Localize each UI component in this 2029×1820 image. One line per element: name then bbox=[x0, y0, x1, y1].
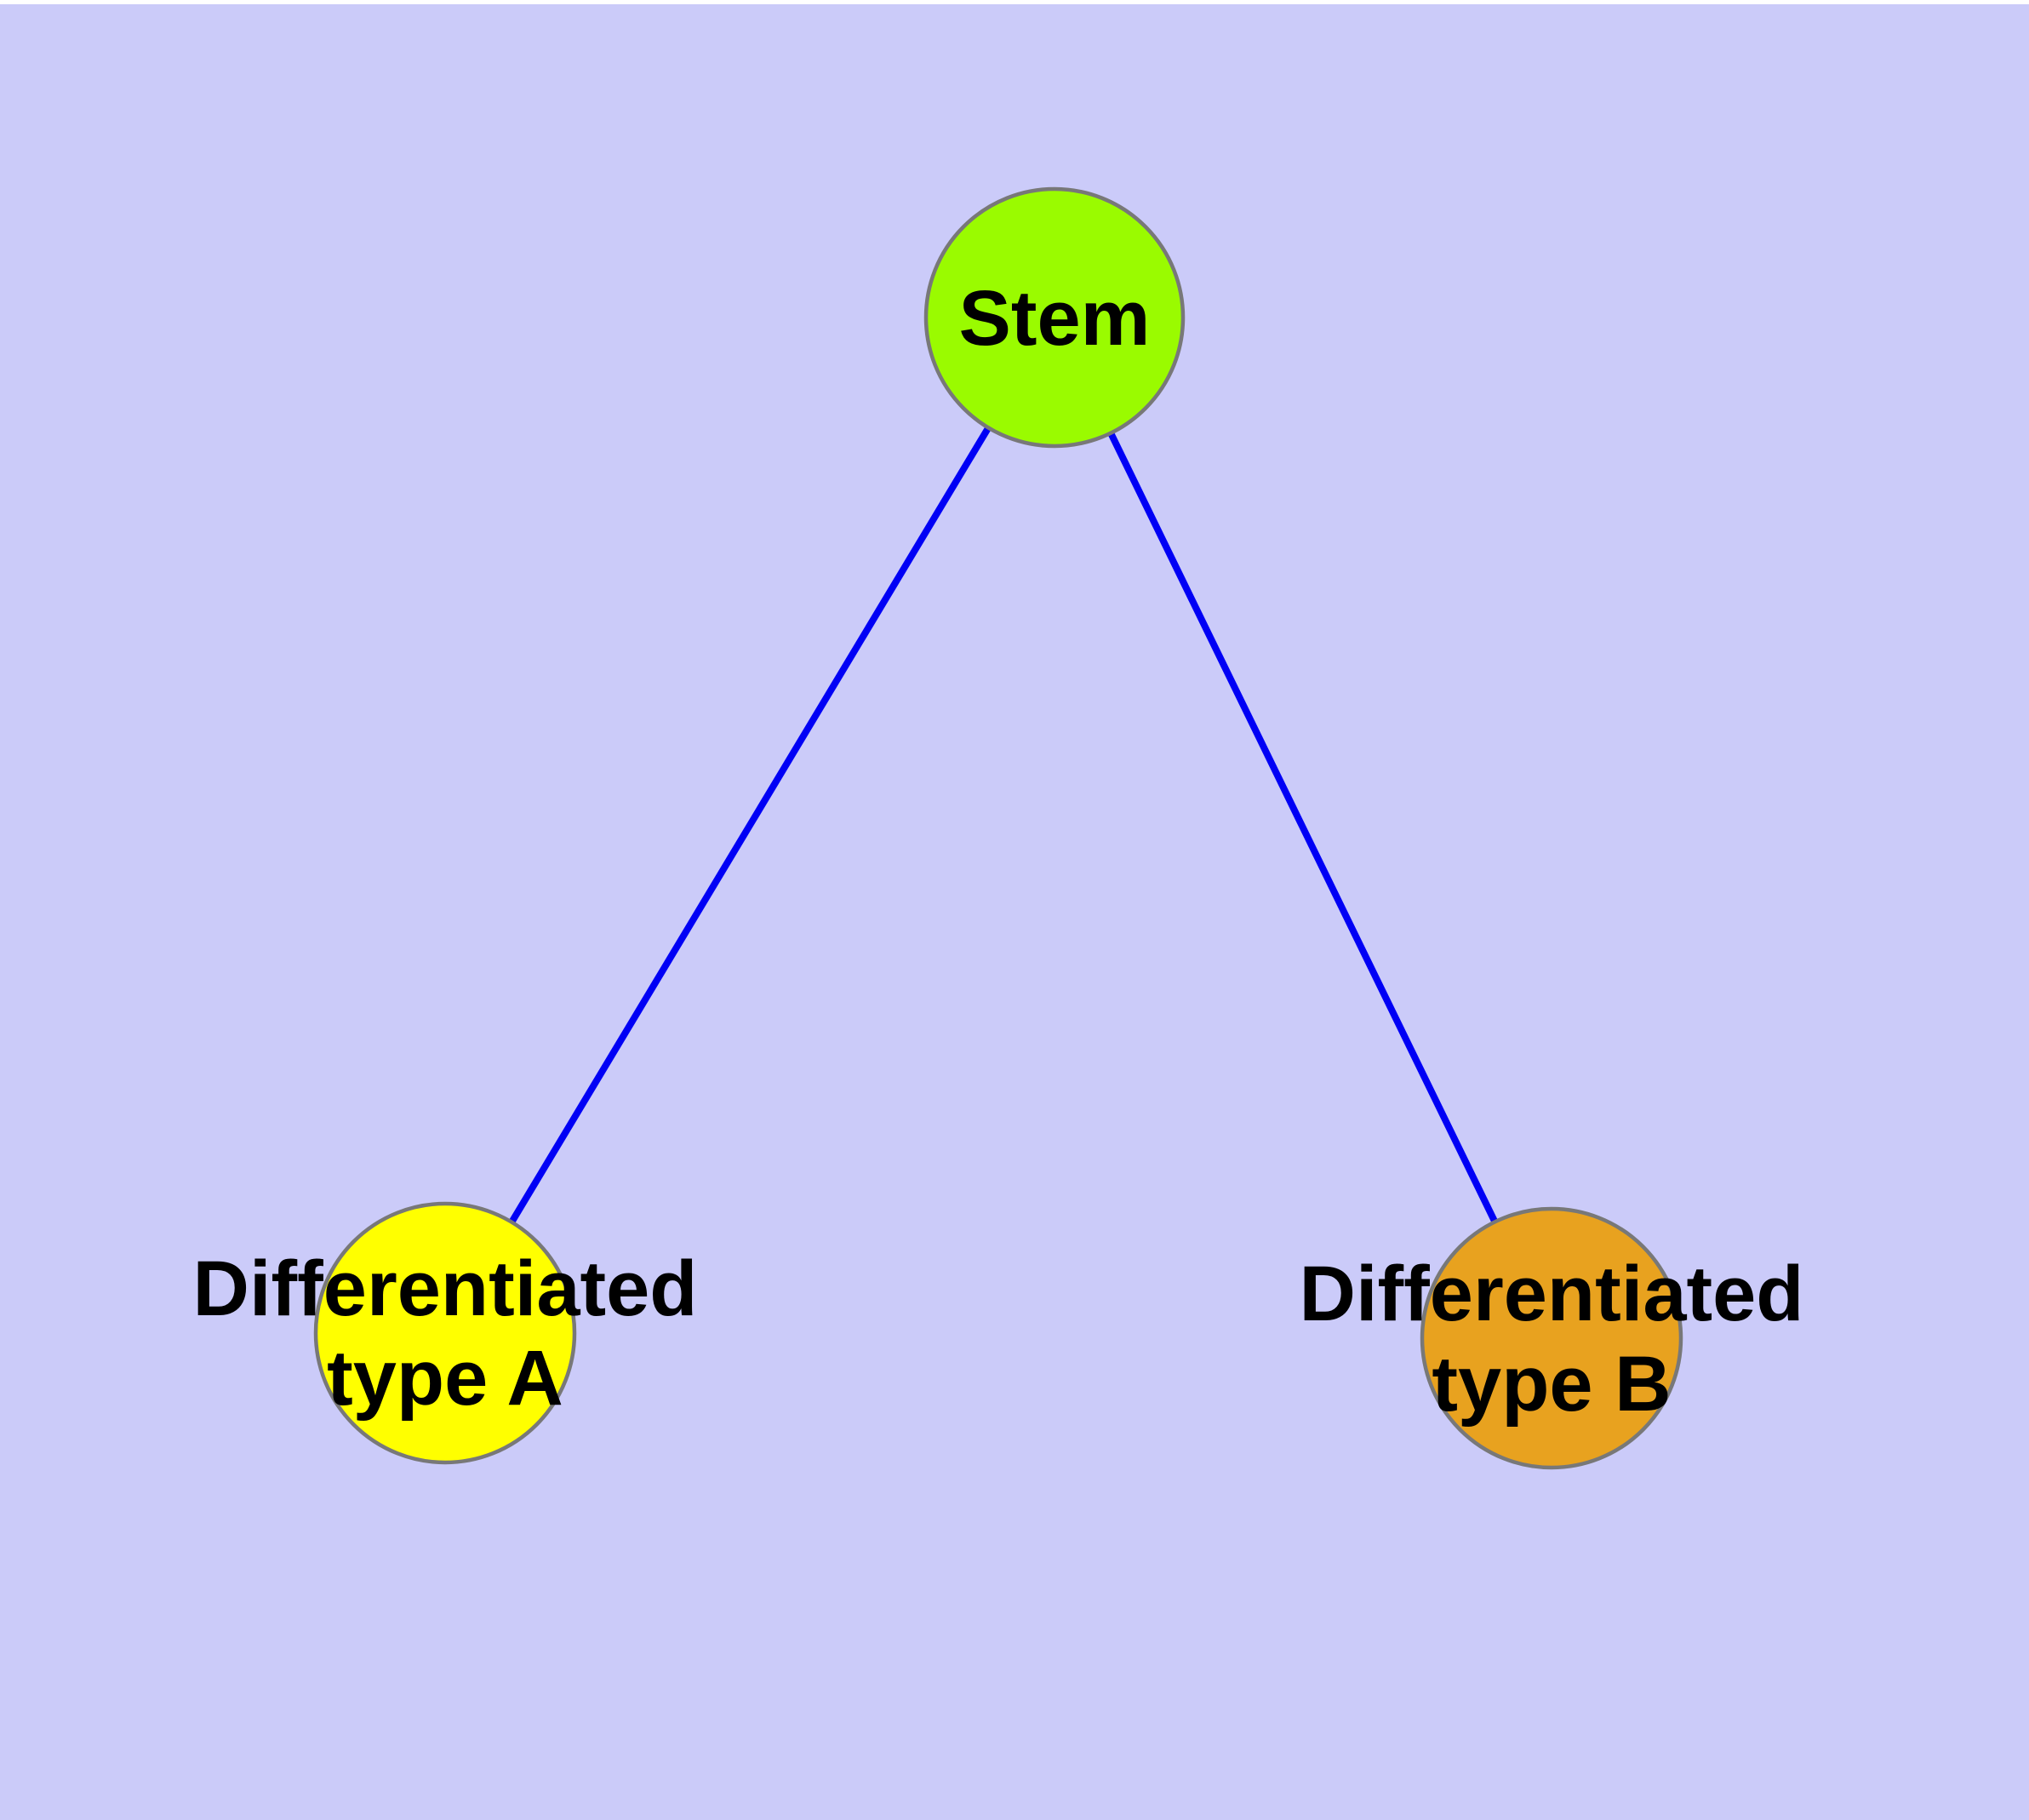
node-stem[interactable] bbox=[923, 186, 1186, 449]
node-type-a-label-line2: type A bbox=[327, 1335, 563, 1422]
node-differentiated-type-a[interactable] bbox=[313, 1201, 577, 1465]
node-type-b-label-line1: Differentiated bbox=[1300, 1251, 1804, 1337]
top-margin-strip bbox=[0, 0, 2029, 4]
node-type-a-label-line1: Differentiated bbox=[193, 1245, 698, 1332]
node-stem-label: Stem bbox=[959, 275, 1151, 362]
node-differentiated-type-b[interactable] bbox=[1420, 1206, 1683, 1470]
node-type-b-label-line2: type B bbox=[1432, 1341, 1671, 1428]
edge-stem-to-type-a bbox=[442, 315, 1058, 1336]
edge-stem-to-type-b bbox=[1051, 316, 1555, 1340]
